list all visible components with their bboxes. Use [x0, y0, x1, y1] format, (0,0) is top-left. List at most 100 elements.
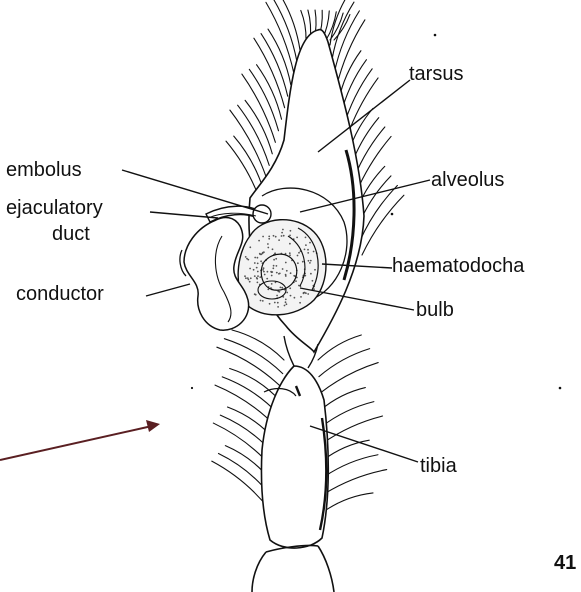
seta-hair [249, 69, 278, 130]
stipple-dot [250, 277, 252, 279]
stipple-dot [246, 258, 248, 260]
speck [559, 387, 562, 390]
stipple-dot [257, 271, 259, 273]
label-embolus: embolus [6, 160, 82, 180]
stipple-dot [278, 273, 280, 275]
stipple-dot [256, 278, 258, 280]
seta-hair [268, 29, 291, 85]
stipple-dot [263, 267, 265, 269]
stipple-dot [286, 303, 288, 305]
seta-hair [261, 34, 288, 97]
seta-hair [273, 0, 297, 62]
stipple-dot [256, 267, 258, 269]
stipple-dot [259, 276, 261, 278]
label-bulb: bulb [416, 300, 454, 320]
stipple-dot [280, 287, 282, 289]
stipple-dot [283, 235, 285, 237]
label-tibia: tibia [420, 456, 457, 476]
stipple-dot [271, 283, 273, 285]
stipple-dot [290, 230, 292, 232]
stipple-dot [309, 262, 311, 264]
stipple-dot [281, 235, 283, 237]
stipple-dot [290, 295, 292, 297]
stipple-dot [307, 252, 309, 254]
stipple-dot [298, 252, 300, 254]
tibia-outline [261, 366, 328, 548]
label-ejaculatory: ejaculatory [6, 198, 103, 218]
stipple-dot [263, 271, 265, 273]
seta-hair [318, 335, 361, 360]
stipple-dot [274, 302, 276, 304]
stipple-dot [293, 275, 295, 277]
stipple-dot [271, 275, 273, 277]
stipple-dot [275, 258, 277, 260]
stipple-dot [260, 300, 262, 302]
stipple-dot [308, 260, 310, 262]
stipple-dot [294, 297, 296, 299]
stipple-dot [289, 252, 291, 254]
stipple-dot [248, 279, 250, 281]
stipple-dot [254, 275, 256, 277]
stipple-dot [249, 246, 251, 248]
stipple-dot [298, 285, 300, 287]
stipple-dot [307, 249, 309, 251]
stipple-dot [309, 242, 311, 244]
seta-hair [320, 363, 378, 394]
seta-hair [254, 38, 285, 108]
stipple-dot [300, 296, 302, 298]
seta-hair [326, 493, 373, 510]
stipple-dot [272, 248, 274, 250]
stipple-dot [276, 295, 278, 297]
stipple-dot [289, 287, 291, 289]
seta-hair [224, 339, 282, 374]
label-haematodocha: haematodocha [392, 256, 524, 276]
stipple-dot [296, 237, 298, 239]
stipple-dot [254, 257, 256, 259]
speck [391, 213, 394, 216]
seta-hair [301, 10, 306, 40]
stipple-dot [262, 300, 264, 302]
stipple-dot [310, 260, 312, 262]
stipple-dot [304, 249, 306, 251]
label-tarsus: tarsus [409, 64, 463, 84]
joint-left [284, 336, 294, 366]
stipple-dot [267, 243, 269, 245]
stipple-dot [314, 269, 316, 271]
seta-hair [234, 136, 263, 188]
stipple-dot [281, 287, 283, 289]
stipple-dot [276, 272, 278, 274]
stipple-dot [257, 257, 259, 259]
bulb-shape [238, 220, 326, 315]
seta-hair [325, 470, 387, 494]
stipple-dot [281, 232, 283, 234]
stipple-dot [271, 271, 273, 273]
stipple-dot [303, 292, 305, 294]
stipple-dot [267, 247, 269, 249]
stipple-dot [295, 280, 297, 282]
stipple-dot [286, 270, 288, 272]
stipple-dot [257, 263, 259, 265]
stipple-dot [254, 262, 256, 264]
stipple-dot [277, 306, 279, 308]
stipple-dot [312, 280, 314, 282]
label-duct: duct [52, 224, 90, 244]
stipple-dot [313, 251, 315, 253]
seta-hair [279, 0, 300, 50]
seta-hair [257, 65, 282, 120]
stipple-dot [285, 301, 287, 303]
label-alveolus: alveolus [431, 170, 504, 190]
stipple-dot [260, 260, 262, 262]
leader-embolus [122, 170, 268, 214]
patella-outline [252, 545, 334, 592]
stipple-dot [285, 299, 287, 301]
seta-hair [334, 11, 359, 73]
stipple-dot [273, 259, 275, 261]
stipple-dot [272, 267, 274, 269]
seta-hair [217, 347, 282, 387]
stipple-dot [262, 269, 264, 271]
stipple-dot [290, 272, 292, 274]
speck [434, 34, 437, 37]
stipple-dot [245, 277, 247, 279]
stipple-dot [245, 256, 247, 258]
